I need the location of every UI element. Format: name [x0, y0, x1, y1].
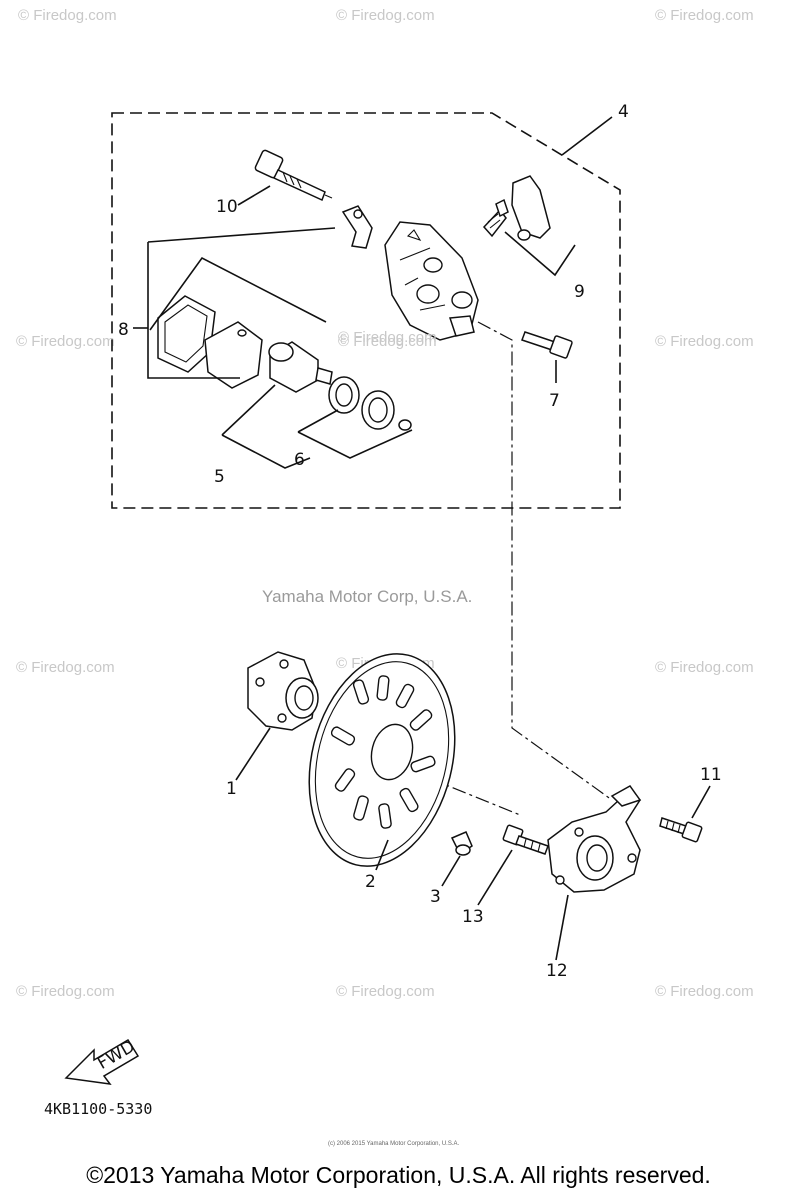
watermark-text: © Firedog.com — [16, 333, 115, 350]
leader-line — [237, 185, 271, 206]
diagram-code: 4KB1100-5330 — [44, 1100, 152, 1118]
brake-pad-set-8 — [157, 295, 263, 389]
disc-bolt-3 — [450, 831, 473, 856]
hub-1 — [247, 651, 319, 731]
watermark-text: © Firedog.com — [655, 659, 754, 676]
callout-11: 11 — [700, 765, 722, 785]
center-watermark: Yamaha Motor Corp, U.S.A. — [262, 587, 472, 606]
watermark-text: © Firedog.com — [655, 983, 754, 1000]
pad-clip — [341, 205, 373, 249]
leader-line — [147, 227, 336, 379]
bolt-11 — [659, 817, 703, 843]
callout-2: 2 — [365, 872, 376, 892]
bolt-13 — [502, 824, 549, 855]
callout-10: 10 — [216, 197, 238, 217]
brake-disc-2 — [308, 653, 456, 867]
leader-line — [235, 727, 271, 781]
leader-line — [691, 785, 711, 819]
seal-set-6 — [328, 376, 412, 431]
callout-3: 3 — [430, 887, 441, 907]
center-line — [477, 321, 613, 801]
watermark-text: © Firedog.com — [16, 983, 115, 1000]
caliper-bracket-12 — [547, 785, 642, 893]
caliper-assembly-boundary — [111, 112, 621, 509]
disc-vent-slots — [330, 675, 436, 829]
watermark-text: © Firedog.com — [336, 983, 435, 1000]
watermark-text: © Firedog.com — [16, 659, 115, 676]
callout-9: 9 — [574, 282, 585, 302]
watermark-text: © Firedog.com — [336, 7, 435, 24]
piston-5 — [268, 341, 333, 393]
bolt-7 — [521, 331, 573, 359]
copyright-notice: ©2013 Yamaha Motor Corporation, U.S.A. A… — [86, 1162, 711, 1188]
callout-6: 6 — [294, 450, 305, 470]
callout-5: 5 — [214, 467, 225, 487]
watermark-text: © Firedog.com — [338, 329, 437, 346]
caliper-body — [384, 221, 479, 341]
tiny-notice: (c) 2006 2015 Yamaha Motor Corporation, … — [328, 1141, 460, 1147]
callout-12: 12 — [546, 961, 568, 981]
caliper-bolt-10 — [254, 149, 333, 202]
watermark-text: © Firedog.com — [655, 333, 754, 350]
callout-7: 7 — [549, 391, 560, 411]
callout-1: 1 — [226, 779, 237, 799]
leader-line — [221, 384, 413, 469]
watermark-text: © Firedog.com — [655, 7, 754, 24]
leader-line — [504, 231, 576, 277]
leader-line — [441, 855, 461, 887]
callout-4: 4 — [618, 102, 629, 122]
watermark-text: © Firedog.com — [338, 333, 437, 350]
leader-line — [555, 894, 569, 961]
bleed-screw-9 — [482, 175, 551, 241]
callout-13: 13 — [462, 907, 484, 927]
leader-line — [477, 849, 513, 906]
forward-direction-arrow: FWD — [64, 1037, 140, 1085]
watermark-text: © Firedog.com — [18, 7, 117, 24]
leader-line — [375, 839, 389, 871]
leader-line — [561, 116, 613, 156]
callout-8: 8 — [118, 320, 129, 340]
